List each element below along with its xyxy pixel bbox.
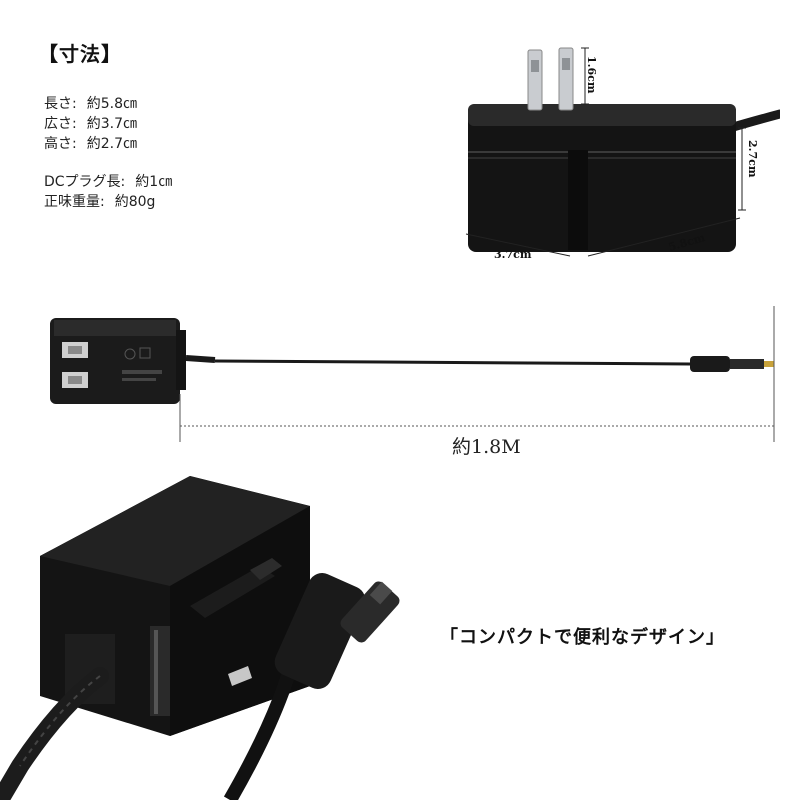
adapter-product-image xyxy=(0,476,400,800)
spec-label: DCプラグ長: xyxy=(44,174,126,190)
design-caption: 「コンパクトで便利なデザイン」 xyxy=(440,627,725,648)
spec-label: 長さ: xyxy=(44,96,77,112)
spec-row-dc-plug: DCプラグ長: 約1㎝ xyxy=(44,172,172,192)
pin-height-label: 1.6cm xyxy=(585,56,598,94)
spacer xyxy=(44,154,172,172)
spec-label: 高さ: xyxy=(44,136,77,152)
width-label: 3.7cm xyxy=(494,248,532,261)
spec-value: 約3.7㎝ xyxy=(86,116,137,132)
section-heading: 【寸法】 xyxy=(38,42,122,66)
spec-row-height: 高さ: 約2.7㎝ xyxy=(44,134,172,154)
adapter-dimension-drawing xyxy=(465,47,780,257)
spec-list: 長さ: 約5.8㎝ 広さ: 約3.7㎝ 高さ: 約2.7㎝ DCプラグ長: 約1… xyxy=(44,94,172,212)
spec-value: 約80g xyxy=(114,194,156,210)
spec-value: 約5.8㎝ xyxy=(86,96,137,112)
spec-row-width: 広さ: 約3.7㎝ xyxy=(44,114,172,134)
height-label: 2.7cm xyxy=(746,140,759,178)
spec-row-weight: 正味重量: 約80g xyxy=(44,192,172,212)
cable-length-label: 約1.8M xyxy=(452,436,521,458)
spec-row-length: 長さ: 約5.8㎝ xyxy=(44,94,172,114)
spec-value: 約2.7㎝ xyxy=(86,136,137,152)
spec-value: 約1㎝ xyxy=(135,174,173,190)
adapter-cable-drawing xyxy=(50,306,775,442)
spec-label: 正味重量: xyxy=(44,194,105,210)
spec-label: 広さ: xyxy=(44,116,77,132)
